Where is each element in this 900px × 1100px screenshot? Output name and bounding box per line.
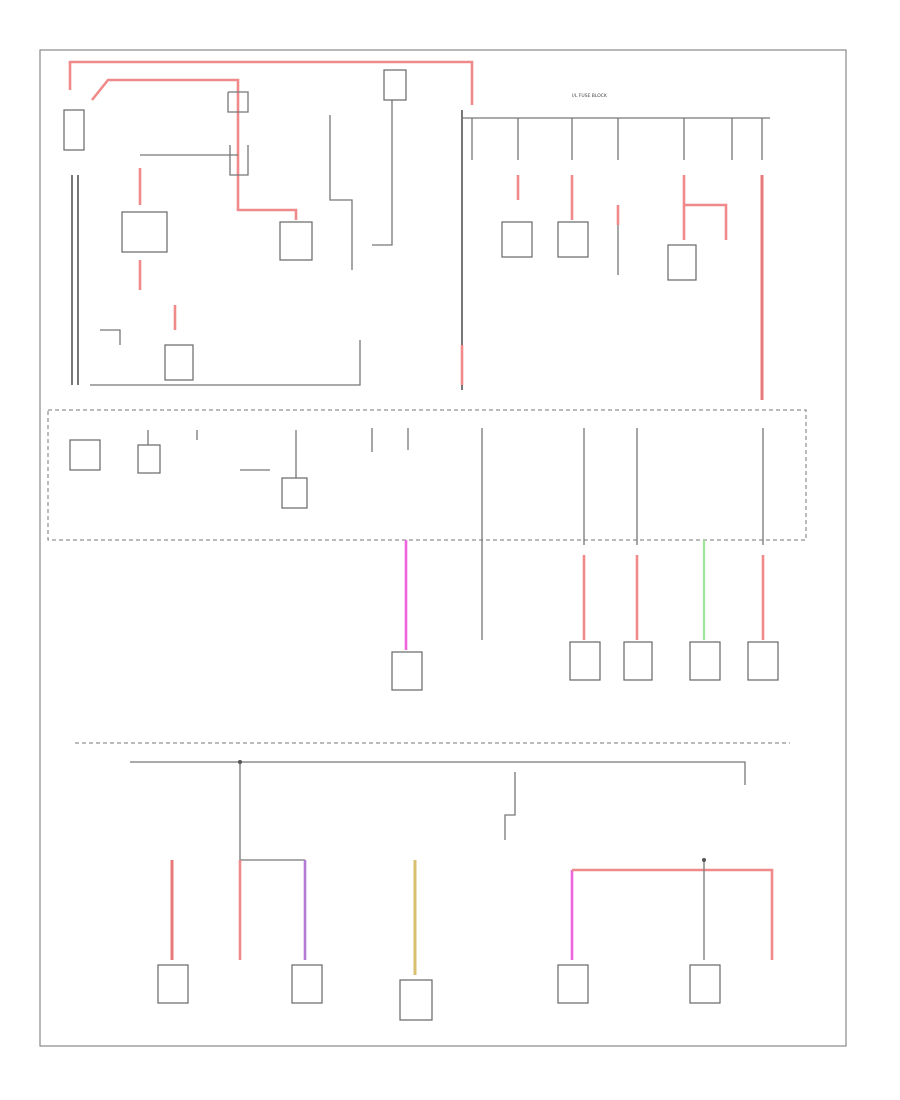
middle-fuse-section [47,409,807,545]
fuse-block-relay [121,211,168,253]
module-m1 [391,651,423,691]
module-b5 [689,964,721,1004]
module-m3 [623,641,653,681]
section-label: I/L FUSE BLOCK [572,93,608,99]
diagram-frame [39,49,847,1047]
battery [63,109,85,151]
bottom-circuits [130,760,774,1021]
fuse-a [69,439,101,471]
relay-center [383,69,407,101]
electric-module [164,344,194,381]
splice-point [702,858,706,862]
module-b1 [157,964,189,1004]
starter [279,221,313,261]
module-m5 [747,641,779,681]
middle-outputs [391,540,779,691]
fuse-module-3 [667,244,697,281]
module-b2 [291,964,323,1004]
fuse-panel-outline [47,409,807,541]
fuse-module-2 [557,221,589,258]
module-b3 [399,979,433,1021]
fuse-b [137,444,161,474]
battery-circuit [63,60,474,386]
module-m4 [689,641,721,681]
splice-point [238,760,242,764]
il-fuse-block: I/L FUSE BLOCK [460,93,770,400]
module-m2 [569,641,601,681]
fuse-c [281,477,308,509]
module-b4 [557,964,589,1004]
fuse-module-1 [501,221,533,258]
